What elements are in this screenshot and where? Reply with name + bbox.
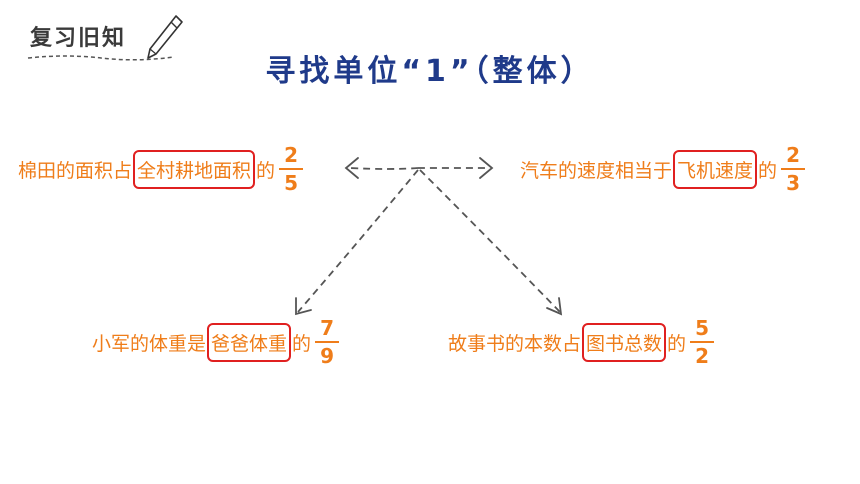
statement-suffix: 的 [292, 332, 312, 355]
statement-story-books: 故事书的本数占 图书总数 的 5 2 [448, 316, 715, 368]
arrow-to-lower-left [297, 169, 419, 313]
statement-suffix: 的 [256, 159, 276, 182]
arrowhead-lower-right [546, 297, 563, 316]
fraction: 2 3 [781, 143, 806, 195]
statement-text: 汽车的速度相当于 [520, 159, 673, 182]
fraction: 5 2 [690, 316, 715, 368]
unit-one-highlight: 飞机速度 [673, 149, 758, 189]
statement-cotton-field: 棉田的面积占 全村耕地面积 的 2 5 [18, 143, 304, 195]
numerator: 2 [786, 143, 800, 167]
arrow-to-left [349, 167, 419, 170]
numerator: 5 [695, 316, 709, 340]
page-title: 寻找单位“1”（整体） [265, 54, 595, 89]
section-tag: 复习旧知 [30, 26, 127, 51]
fraction-bar [315, 341, 340, 343]
fraction-bar [781, 168, 806, 170]
denominator: 2 [695, 344, 709, 368]
arrowhead-lower-left [295, 297, 312, 316]
statement-suffix: 的 [758, 159, 778, 182]
arrow-to-lower-right [419, 169, 561, 313]
numerator: 2 [284, 143, 298, 167]
statement-text: 小军的体重是 [92, 332, 207, 355]
unit-one-highlight: 图书总数 [582, 322, 667, 362]
fraction-bar [279, 168, 304, 170]
numerator: 7 [320, 316, 334, 340]
statement-suffix: 的 [667, 332, 687, 355]
statement-text: 棉田的面积占 [18, 159, 133, 182]
fraction: 7 9 [315, 316, 340, 368]
statement-body-weight: 小军的体重是 爸爸体重 的 7 9 [92, 316, 340, 368]
statement-car-speed: 汽车的速度相当于 飞机速度 的 2 3 [520, 143, 806, 195]
statement-text: 故事书的本数占 [448, 332, 582, 355]
arrowhead-right [479, 157, 494, 179]
tag-underline [27, 55, 175, 61]
denominator: 3 [786, 171, 800, 195]
denominator: 5 [284, 171, 298, 195]
fraction: 2 5 [279, 143, 304, 195]
unit-one-highlight: 爸爸体重 [207, 322, 292, 362]
denominator: 9 [320, 344, 334, 368]
fraction-bar [690, 341, 715, 343]
pen-icon [147, 15, 183, 59]
arrowhead-left [344, 157, 359, 179]
unit-one-highlight: 全村耕地面积 [133, 149, 256, 189]
